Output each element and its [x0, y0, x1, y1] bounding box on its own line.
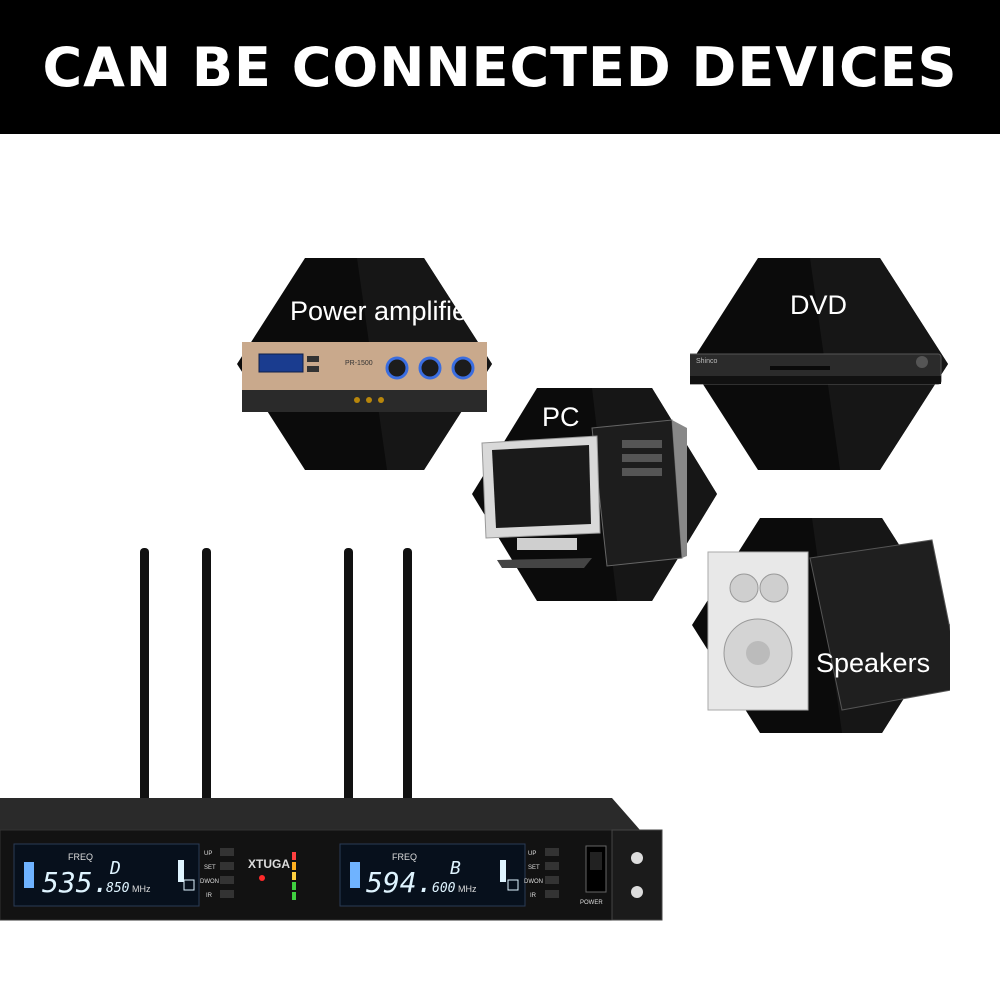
speakers-image — [692, 518, 950, 733]
hex-pc: PC — [472, 388, 717, 601]
antenna-2 — [202, 548, 211, 808]
power-amplifier-image — [237, 258, 492, 470]
dvd-player-image — [690, 258, 948, 470]
hex-speakers: Speakers — [692, 518, 950, 733]
antenna-4 — [403, 548, 412, 808]
pc-label: PC — [542, 402, 580, 432]
hex-dvd: DVD Shinco — [690, 258, 948, 470]
right-freq-label: FREQ — [392, 852, 417, 862]
wireless-receiver: FREQ 535. D 850 MHz UP SET DWON IR XTUGA… — [0, 548, 663, 921]
lcd-display-left — [13, 843, 200, 907]
right-btn-dwon: DWON — [524, 879, 543, 885]
pc-image — [472, 388, 717, 601]
right-btn-up: UP — [528, 851, 536, 857]
right-button-group[interactable] — [545, 848, 559, 898]
speakers-label: Speakers — [816, 648, 931, 678]
left-button-group[interactable] — [220, 848, 234, 898]
right-freq-main: 594. — [366, 866, 433, 899]
mic-icon — [500, 860, 506, 882]
left-btn-up: UP — [204, 851, 212, 857]
lcd-display-right — [339, 843, 526, 907]
right-btn-set: SET — [528, 865, 540, 871]
right-btn-ir: IR — [530, 893, 537, 899]
left-btn-dwon: DWON — [200, 879, 219, 885]
lock-icon — [507, 879, 519, 891]
left-channel: D — [109, 858, 121, 879]
left-freq-sub: 850 — [106, 881, 130, 896]
left-freq-main: 535. — [42, 866, 109, 899]
left-unit: MHz — [132, 884, 151, 894]
left-btn-ir: IR — [206, 893, 213, 899]
mic-icon — [178, 860, 184, 882]
ir-indicator — [259, 875, 265, 881]
banner-title: CAN BE CONNECTED DEVICES — [42, 35, 958, 99]
power-amplifier-label: Power amplifier — [290, 296, 477, 326]
antenna-3 — [344, 548, 353, 808]
right-channel: B — [450, 858, 461, 879]
left-freq-label: FREQ — [68, 852, 93, 862]
right-freq-sub: 600 — [432, 881, 456, 896]
lock-icon — [183, 879, 195, 891]
hex-power-amplifier: Power amplifier PR-1500 — [237, 258, 492, 470]
amp-model-text: PR-1500 — [345, 360, 373, 367]
brand-logo: XTUGA — [248, 857, 290, 871]
antenna-1 — [140, 548, 149, 808]
level-meter — [292, 852, 296, 900]
dvd-label: DVD — [790, 290, 848, 320]
left-btn-set: SET — [204, 865, 216, 871]
right-unit: MHz — [458, 884, 477, 894]
dvd-brand-text: Shinco — [696, 358, 718, 365]
power-label: POWER — [580, 900, 603, 906]
banner: CAN BE CONNECTED DEVICES — [0, 0, 1000, 134]
